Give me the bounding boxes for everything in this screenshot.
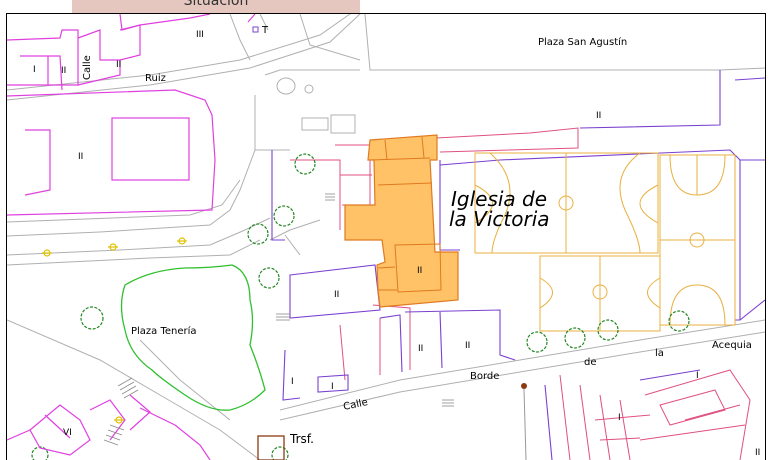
label-de: de <box>584 357 597 368</box>
floor-label: II <box>596 111 601 121</box>
transformer-point <box>257 383 527 460</box>
floor-label: I <box>33 65 36 75</box>
map-labels: Calle Ruiz Plaza San Agustín Plaza Tener… <box>82 25 752 446</box>
t-marker-box <box>252 26 259 33</box>
street-lamps <box>42 237 187 424</box>
street-lines <box>7 14 765 460</box>
floor-label: I <box>618 413 621 423</box>
floor-labels: I II II III II II II II II II I I VI I I… <box>33 30 760 458</box>
label-trsf: Trsf. <box>289 432 314 446</box>
floor-label: II <box>417 266 422 276</box>
label-borde: Borde <box>470 371 499 382</box>
floor-label: I <box>696 371 699 381</box>
label-plaza-san-agustin: Plaza San Agustín <box>538 36 627 48</box>
label-iglesia-line2: la Victoria <box>449 207 550 231</box>
parcels-pink <box>290 127 751 460</box>
label-plaza-teneria: Plaza Tenería <box>131 325 197 337</box>
label-calle-bottom: Calle <box>342 397 369 413</box>
parcels-magenta <box>7 14 256 216</box>
floor-label: II <box>116 60 121 70</box>
label-acequia: Acequia <box>712 340 752 351</box>
floor-label: II <box>334 290 339 300</box>
floor-label: II <box>78 152 83 162</box>
trees <box>31 153 690 460</box>
label-la: la <box>655 348 664 359</box>
stairs <box>103 193 454 446</box>
label-t-marker: T <box>261 25 269 36</box>
floor-label: VI <box>63 428 72 438</box>
church-parcel[interactable] <box>344 134 459 308</box>
label-iglesia-line1: Iglesia de <box>451 187 547 211</box>
floor-label: II <box>465 341 470 351</box>
sport-courts <box>474 152 736 332</box>
label-ruiz: Ruiz <box>145 73 166 84</box>
small-structures <box>276 77 356 134</box>
situation-title: Situación <box>183 0 249 9</box>
label-calle-left: Calle <box>82 55 93 80</box>
parcels-bottom-left <box>7 394 211 460</box>
floor-label: III <box>196 30 204 40</box>
floor-label: II <box>61 66 66 76</box>
floor-label: II <box>418 344 423 354</box>
floor-label: II <box>755 448 760 458</box>
floor-label: I <box>291 377 294 387</box>
plaza-teneria-outline <box>120 264 266 411</box>
floor-label: I <box>331 382 334 392</box>
situation-tab: Situación <box>72 0 360 13</box>
